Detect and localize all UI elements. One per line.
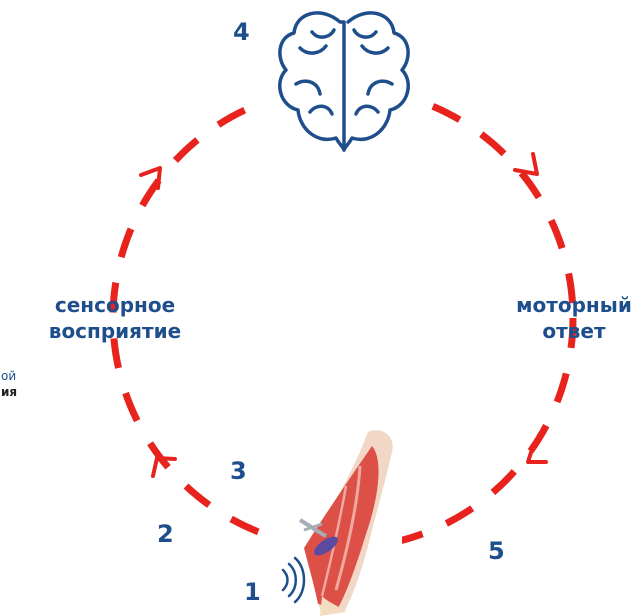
motor-response-label: моторный ответ — [506, 292, 642, 344]
cutoff-text-line-1: ой — [1, 368, 16, 384]
brain-icon — [280, 13, 408, 150]
step-4-label: 4 — [233, 18, 250, 46]
step-2-label: 2 — [157, 520, 174, 548]
motor-line-1: моторный — [506, 292, 642, 318]
motor-line-2: ответ — [506, 318, 642, 344]
arrowhead-upper-left — [141, 168, 160, 188]
step-3-label: 3 — [230, 457, 247, 485]
step-5-label: 5 — [488, 537, 505, 565]
sensory-perception-label: сенсорное восприятие — [40, 292, 190, 344]
sensory-line-1: сенсорное — [40, 292, 190, 318]
arrowhead-upper-right — [515, 154, 537, 174]
arrowhead-lower-right — [528, 446, 546, 462]
cutoff-text-line-2: ия — [1, 384, 17, 400]
sensory-line-2: восприятие — [40, 318, 190, 344]
step-1-label: 1 — [244, 578, 261, 606]
